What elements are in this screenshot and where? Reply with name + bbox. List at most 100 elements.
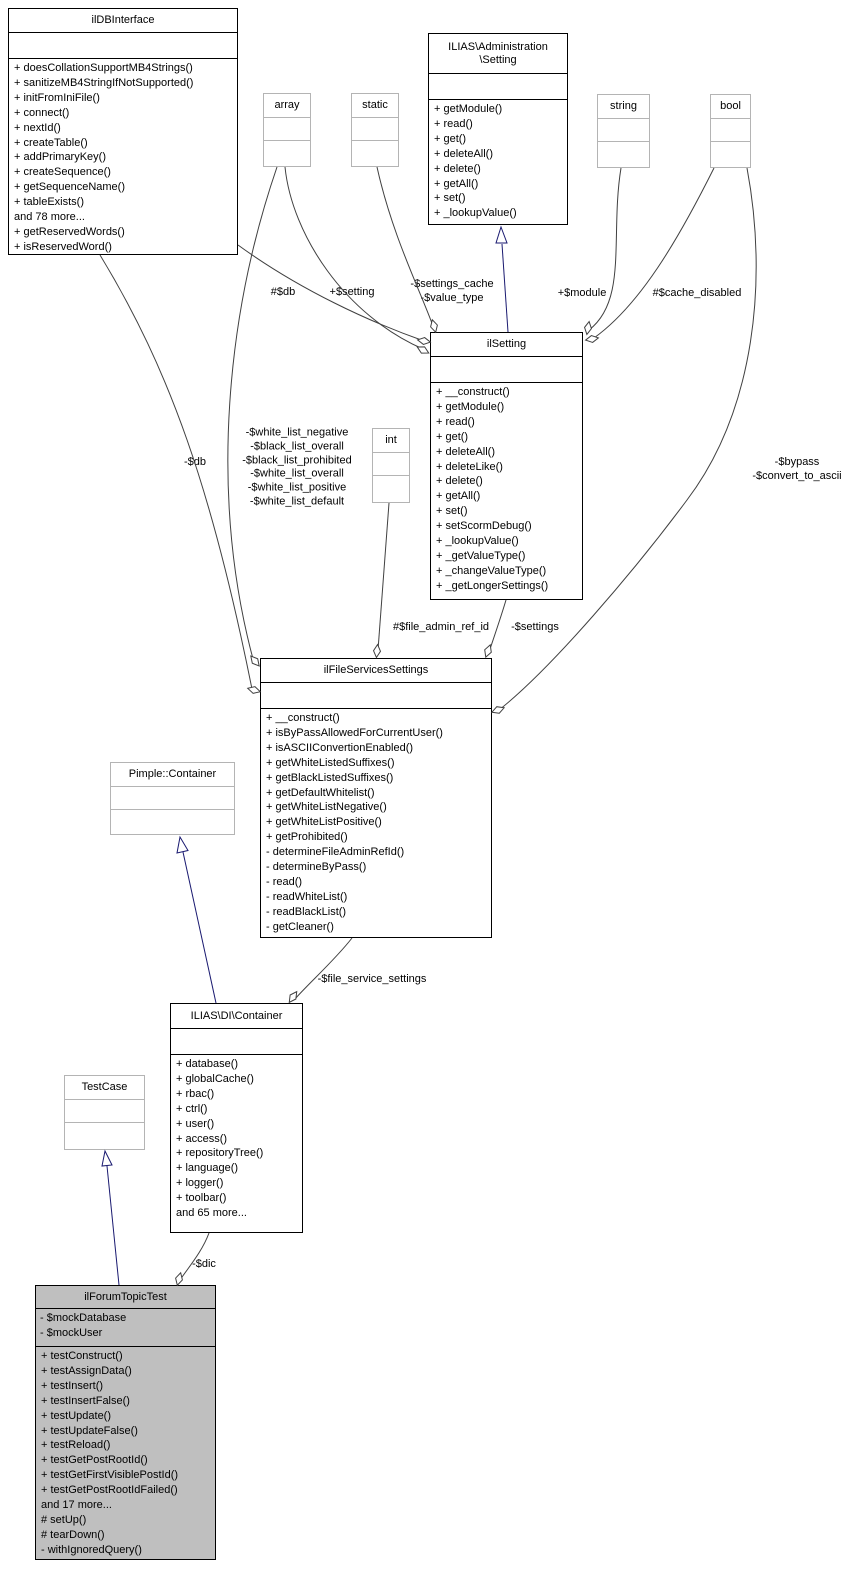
- member-line: + _lookupValue(): [434, 207, 517, 220]
- edge-agg-string-ilsetting: [588, 167, 622, 331]
- edge-label-white-lists: -$white_list_negative -$black_list_overa…: [242, 426, 352, 508]
- type-methods: [711, 142, 750, 146]
- edge-agg-filesettings-dicontainer: [294, 937, 353, 1000]
- class-box-ilias-administration-setting[interactable]: ILIAS\Administration \Setting + getModul…: [428, 33, 568, 225]
- arrow-inherit-adminsetting: [495, 225, 508, 244]
- member-line: - readBlackList(): [266, 905, 347, 918]
- member-line: + testReload(): [41, 1439, 111, 1452]
- class-methods: + __construct()+ isByPassAllowedForCurre…: [261, 709, 491, 937]
- type-attributes: [711, 119, 750, 142]
- member-line: + database(): [176, 1058, 239, 1070]
- member-line: + nextId(): [14, 121, 61, 134]
- edge-agg-ilsetting-filesettings: [488, 599, 507, 653]
- type-methods: [373, 476, 409, 480]
- member-line: + _changeValueType(): [436, 564, 547, 577]
- member-line: - determineByPass(): [266, 861, 367, 874]
- member-line: + getBlackListedSuffixes(): [266, 771, 394, 784]
- class-attributes: [171, 1029, 302, 1055]
- member-line: + isByPassAllowedForCurrentUser(): [266, 726, 443, 739]
- diamond-module: [583, 320, 593, 336]
- member-line: + __construct(): [436, 386, 510, 398]
- edge-label-module: +$module: [557, 287, 607, 300]
- member-line: + testGetFirstVisiblePostId(): [41, 1469, 179, 1482]
- type-attributes: [373, 453, 409, 476]
- member-line: + read(): [434, 117, 473, 130]
- member-line: + testInsert(): [41, 1379, 104, 1392]
- edge-agg-int-filesettings: [377, 502, 390, 651]
- member-line: + ctrl(): [176, 1102, 208, 1115]
- class-box-ilias-di-container[interactable]: ILIAS\DI\Container + database() + globalC…: [170, 1003, 303, 1233]
- diamond-cache-disabled: [584, 334, 600, 344]
- member-line: + deleteAll(): [436, 445, 496, 458]
- member-line: + access(): [176, 1132, 228, 1145]
- class-attributes: [429, 74, 567, 100]
- class-attributes: [111, 787, 234, 810]
- member-line: + _getValueType(): [436, 549, 526, 562]
- member-line: + rbac(): [176, 1087, 215, 1100]
- type-title: static: [352, 94, 398, 118]
- member-line: + connect(): [14, 106, 70, 119]
- member-line: + getWhiteListedSuffixes(): [266, 756, 395, 769]
- member-line: + deleteAll(): [434, 147, 494, 160]
- edge-agg-ildb-filesettings: [99, 254, 253, 690]
- class-box-testcase: TestCase: [64, 1075, 145, 1150]
- member-line: + doesCollationSupportMB4Strings(): [14, 62, 193, 74]
- member-line: - $mockDatabase: [40, 1312, 127, 1324]
- member-line: + setScormDebug(): [436, 520, 532, 533]
- member-line: + _getLongerSettings(): [436, 579, 549, 592]
- class-title: ilFileServicesSettings: [261, 659, 491, 683]
- class-title: ILIAS\DI\Container: [171, 1004, 302, 1029]
- type-attributes: [352, 118, 398, 141]
- class-methods: + __construct()+ getModule()+ read()+ ge…: [431, 383, 582, 596]
- type-box-array: array: [263, 93, 311, 167]
- diamond-bypass: [490, 706, 506, 714]
- member-line: + getModule(): [434, 103, 503, 115]
- class-methods: [65, 1123, 144, 1127]
- class-box-ildbinterface[interactable]: ilDBInterface + doesCollationSupportMB4S…: [8, 8, 238, 255]
- diamond-setting: [416, 346, 430, 354]
- member-line: + getWhiteListNegative(): [266, 801, 387, 814]
- member-line: + getModule(): [436, 400, 505, 413]
- member-line: + testUpdate(): [41, 1409, 112, 1422]
- member-line: + set(): [434, 192, 466, 205]
- edge-label-db-protected: #$db: [270, 286, 296, 299]
- class-title: ilSetting: [431, 333, 582, 357]
- member-line: + get(): [434, 132, 467, 145]
- edge-label-file-service-settings: -$file_service_settings: [317, 973, 427, 986]
- edge-agg-bool-ilsetting: [593, 167, 715, 339]
- edge-label-cache-disabled: #$cache_disabled: [652, 287, 742, 300]
- class-methods: + database() + globalCache() + rbac() + ctr…: [171, 1055, 302, 1223]
- edge-inherit-ilsetting-adminsetting: [501, 243, 509, 333]
- arrow-inherit-testcase: [101, 1149, 113, 1167]
- type-methods: [598, 142, 649, 146]
- member-line: + delete(): [436, 475, 483, 488]
- type-box-int: int: [372, 428, 410, 503]
- class-attributes: [65, 1100, 144, 1123]
- member-line: + globalCache(): [176, 1072, 254, 1085]
- class-methods: [111, 810, 234, 814]
- class-box-ilfileservicessettings[interactable]: ilFileServicesSettings + __construct()+ …: [260, 658, 492, 938]
- type-attributes: [264, 118, 310, 141]
- member-line: + testGetPostRootIdFailed(): [41, 1484, 178, 1497]
- type-attributes: [598, 119, 649, 142]
- class-box-ilforumtopictest[interactable]: ilForumTopicTest - $mockDatabase- $mockU…: [35, 1285, 216, 1560]
- type-title: string: [598, 95, 649, 119]
- member-line: + createSequence(): [14, 166, 111, 179]
- class-title: ILIAS\Administration \Setting: [429, 34, 567, 74]
- member-line: + deleteLike(): [436, 460, 503, 473]
- member-line: - determineFileAdminRefId(): [266, 846, 405, 859]
- class-box-ilsetting[interactable]: ilSetting + __construct() + getModule() + …: [430, 332, 583, 600]
- member-line: and 78 more...: [14, 211, 85, 224]
- member-line: - getCleaner(): [266, 920, 334, 933]
- member-line: + initFromIniFile(): [14, 91, 100, 104]
- type-box-string: string: [597, 94, 650, 168]
- member-line: # tearDown(): [41, 1528, 105, 1541]
- class-methods: + testConstruct()+ testAssignData()+ tes…: [36, 1347, 215, 1559]
- edge-inherit-forumtest-testcase: [106, 1165, 120, 1286]
- member-line: + isReservedWord(): [14, 240, 112, 253]
- member-line: + getWhiteListPositive(): [266, 816, 382, 829]
- member-line: and 65 more...: [176, 1207, 247, 1220]
- type-title: array: [264, 94, 310, 118]
- member-line: + testUpdateFalse(): [41, 1424, 138, 1437]
